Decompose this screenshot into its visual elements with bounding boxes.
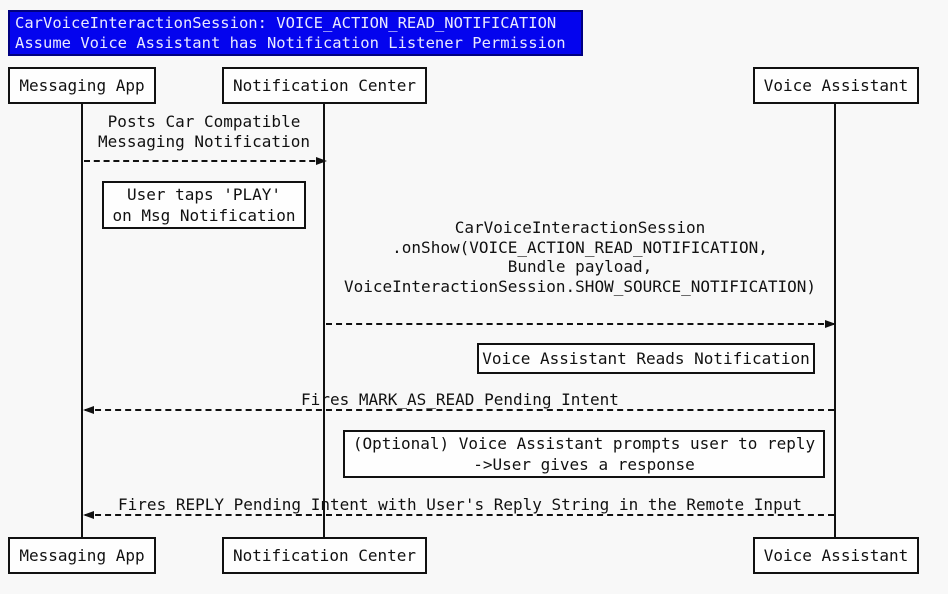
- actor-box-voice-assistant-top: Voice Assistant: [753, 67, 919, 104]
- arrowhead-right-icon: [825, 320, 836, 328]
- actor-box-notification-center-top: Notification Center: [222, 67, 427, 104]
- message-line: .onShow(VOICE_ACTION_READ_NOTIFICATION,: [392, 237, 768, 257]
- actor-label: Notification Center: [232, 76, 417, 95]
- note-optional-reply-prompt: (Optional) Voice Assistant prompts user …: [343, 430, 825, 478]
- actor-box-messaging-app-bottom: Messaging App: [8, 537, 156, 574]
- actor-box-notification-center-bottom: Notification Center: [222, 537, 427, 574]
- actor-label: Notification Center: [232, 546, 417, 565]
- actor-label: Voice Assistant: [763, 76, 909, 95]
- message-arrow-posts-notification: [84, 157, 327, 165]
- message-label-reply-intent: Fires REPLY Pending Intent with User's R…: [85, 495, 835, 514]
- note-user-taps-play: User taps 'PLAY' on Msg Notification: [102, 181, 306, 229]
- lifeline-notification-center: [323, 104, 325, 537]
- title-line-2: Assume Voice Assistant has Notification …: [15, 34, 566, 52]
- message-line: VoiceInteractionSession.SHOW_SOURCE_NOTI…: [343, 276, 816, 296]
- message-line: Bundle payload,: [507, 257, 653, 276]
- message-line: Posts Car Compatible: [107, 112, 301, 131]
- actor-box-messaging-app-top: Messaging App: [8, 67, 156, 104]
- message-arrow-mark-as-read: [83, 406, 834, 414]
- message-label-posts-notification: Posts Car Compatible Messaging Notificat…: [83, 112, 325, 152]
- diagram-title-box: CarVoiceInteractionSession: VOICE_ACTION…: [8, 10, 583, 56]
- note-line: (Optional) Voice Assistant prompts user …: [352, 434, 816, 453]
- message-line: CarVoiceInteractionSession: [454, 218, 706, 237]
- message-label-onshow: CarVoiceInteractionSession .onShow(VOICE…: [330, 218, 830, 296]
- note-line: on Msg Notification: [112, 206, 296, 225]
- note-line: ->User gives a response: [473, 455, 695, 474]
- title-line-1: CarVoiceInteractionSession: VOICE_ACTION…: [15, 14, 557, 32]
- actor-box-voice-assistant-bottom: Voice Assistant: [753, 537, 919, 574]
- message-line: Messaging Notification: [98, 132, 310, 151]
- message-line: Fires REPLY Pending Intent with User's R…: [118, 495, 802, 514]
- note-line: Voice Assistant Reads Notification: [482, 349, 810, 368]
- message-line: Fires MARK_AS_READ Pending Intent: [301, 390, 619, 409]
- note-voice-assistant-reads: Voice Assistant Reads Notification: [477, 343, 815, 374]
- lifeline-messaging-app: [81, 104, 83, 537]
- arrowhead-left-icon: [83, 511, 94, 519]
- actor-label: Voice Assistant: [763, 546, 909, 565]
- message-label-mark-as-read: Fires MARK_AS_READ Pending Intent: [85, 390, 835, 409]
- arrowhead-right-icon: [316, 157, 327, 165]
- arrowhead-left-icon: [83, 406, 94, 414]
- message-arrow-reply-intent: [83, 511, 834, 519]
- actor-label: Messaging App: [19, 76, 145, 95]
- message-arrow-onshow: [326, 320, 836, 328]
- note-line: User taps 'PLAY': [126, 185, 282, 204]
- actor-label: Messaging App: [19, 546, 145, 565]
